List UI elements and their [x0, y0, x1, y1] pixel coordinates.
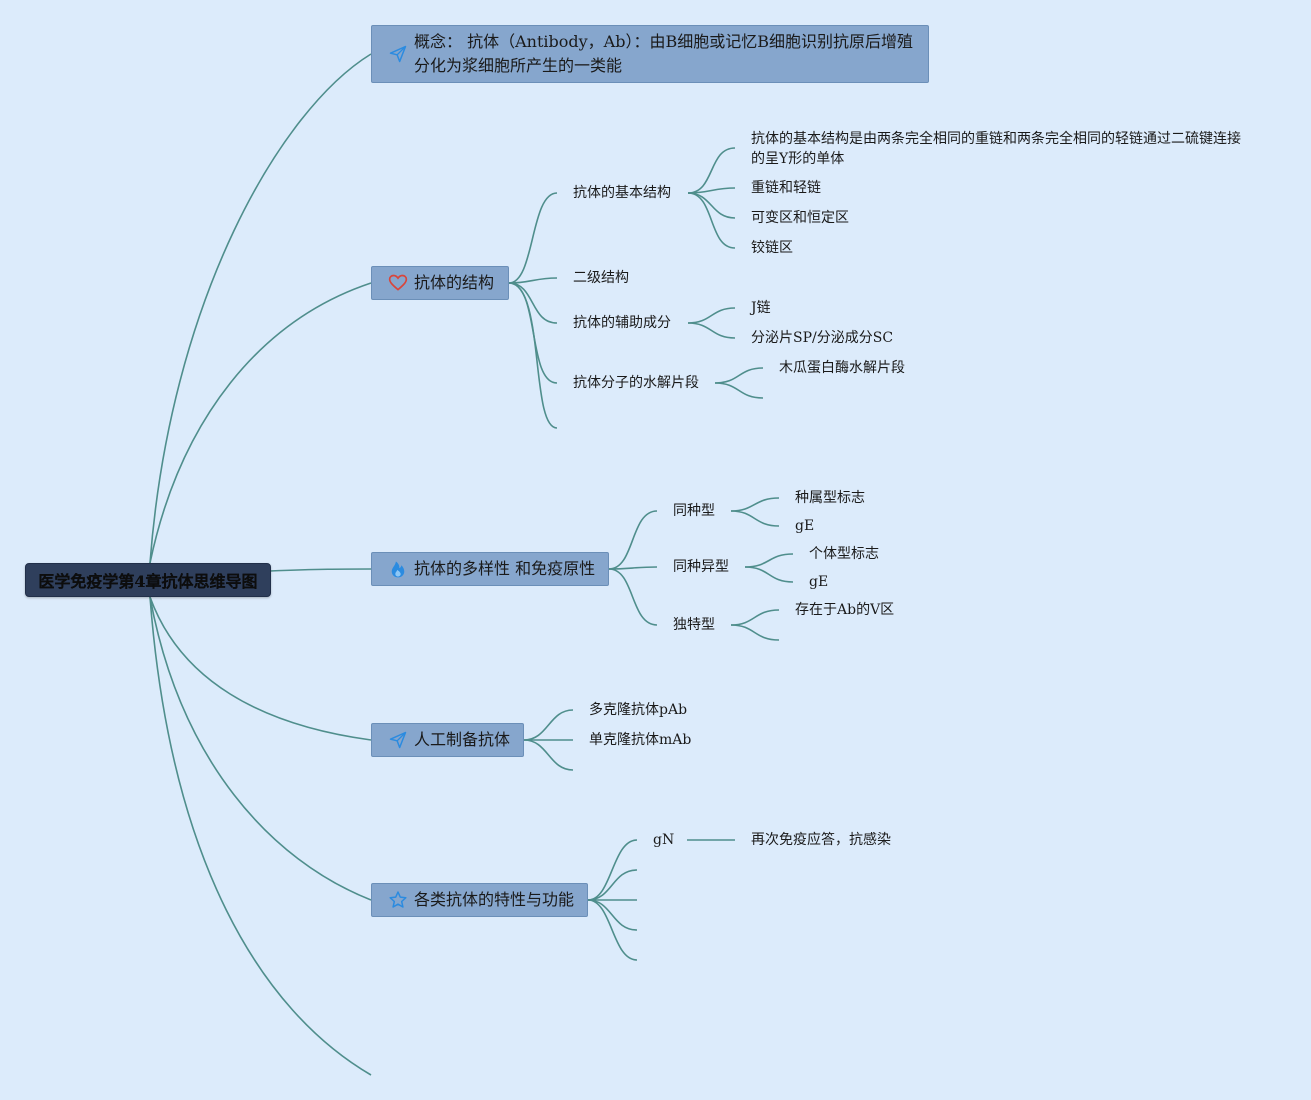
link-hydro-2 [714, 382, 764, 399]
diversity-node[interactable]: 抗体的多样性 和免疫原性 [371, 552, 609, 586]
allotype-child-2[interactable]: gE [809, 574, 829, 590]
artificial-node[interactable]: 人工制备抗体 [371, 723, 524, 757]
link-aux-1 [687, 307, 736, 324]
artificial-child-1[interactable]: 多克隆抗体pAb [589, 702, 688, 718]
allotype-item[interactable]: 同种异型 [673, 559, 729, 575]
basic-child-1[interactable]: 抗体的基本结构是由两条完全相同的重链和两条完全相同的轻链通过二硫键连接的呈Y形的… [751, 131, 1241, 167]
artificial-label: 人工制备抗体 [414, 730, 511, 749]
hydrolysis-child-1[interactable]: 木瓜蛋白酶水解片段 [779, 360, 905, 376]
isotype-child-1[interactable]: 种属型标志 [795, 490, 865, 506]
link-root-artificial [149, 596, 372, 741]
hydrolysis-item[interactable]: 抗体分子的水解片段 [573, 375, 699, 391]
basic-child-4[interactable]: 铰链区 [751, 240, 793, 256]
igm-item[interactable]: gN [653, 832, 675, 848]
link-structure-auxiliary [508, 282, 558, 324]
basic-child-3[interactable]: 可变区和恒定区 [751, 210, 849, 226]
link-cls-1 [587, 839, 638, 901]
link-cls-4 [587, 899, 638, 931]
artificial-child-2[interactable]: 单克隆抗体mAb [589, 732, 692, 748]
link-structure-empty [508, 282, 558, 429]
link-art-1 [523, 709, 574, 741]
classes-label: 各类抗体的特性与功能 [414, 890, 575, 909]
auxiliary-item[interactable]: 抗体的辅助成分 [573, 315, 671, 331]
paper-plane-icon [388, 44, 408, 64]
igm-child-1[interactable]: 再次免疫应答，抗感染 [751, 832, 891, 848]
star-icon [388, 890, 408, 910]
link-basic-1 [687, 147, 736, 194]
concept-text: 概念： 抗体（Antibody，Ab）：由B细胞或记忆B细胞识别抗原后增殖分化为… [414, 32, 913, 75]
paper-plane-icon [388, 730, 408, 750]
isotype-item[interactable]: 同种型 [673, 503, 715, 519]
link-aux-2 [687, 322, 736, 339]
link-root-diversity [269, 568, 372, 572]
link-root-structure [149, 282, 372, 564]
link-allotype-1 [744, 553, 794, 568]
link-div-isotype [608, 510, 658, 570]
structure-label: 抗体的结构 [414, 273, 495, 292]
link-basic-2 [687, 187, 736, 194]
link-allotype-2 [744, 566, 794, 583]
idiotype-item[interactable]: 独特型 [673, 617, 715, 633]
link-isotype-2 [730, 510, 780, 527]
basic-child-2[interactable]: 重链和轻链 [751, 180, 821, 196]
heart-icon [388, 273, 408, 293]
link-root-empty [149, 596, 372, 1076]
root-node[interactable]: 医学免疫学第4章抗体思维导图 [25, 563, 271, 597]
link-hydro-1 [714, 367, 764, 384]
link-root-classes [149, 596, 372, 901]
link-idiotype-1 [730, 609, 780, 626]
auxiliary-child-2[interactable]: 分泌片SP/分泌成分SC [751, 330, 894, 346]
link-root-concept [149, 53, 372, 564]
link-art-3 [523, 739, 574, 771]
link-div-idiotype [608, 568, 658, 626]
link-structure-basic [508, 192, 558, 284]
link-basic-3 [687, 192, 736, 219]
isotype-child-2[interactable]: gE [795, 518, 815, 534]
allotype-child-1[interactable]: 个体型标志 [809, 546, 879, 562]
link-basic-4 [687, 192, 736, 249]
flame-icon [388, 559, 408, 579]
link-cls-5 [587, 899, 638, 961]
concept-node[interactable]: 概念： 抗体（Antibody，Ab）：由B细胞或记忆B细胞识别抗原后增殖分化为… [371, 25, 929, 83]
secondary-structure-item[interactable]: 二级结构 [573, 270, 629, 286]
diversity-label: 抗体的多样性 和免疫原性 [414, 559, 596, 578]
structure-node[interactable]: 抗体的结构 [371, 266, 509, 300]
root-label: 医学免疫学第4章抗体思维导图 [38, 572, 258, 591]
basic-structure-item[interactable]: 抗体的基本结构 [573, 185, 671, 201]
idiotype-child-1[interactable]: 存在于Ab的V区 [795, 602, 895, 618]
link-idiotype-2 [730, 624, 780, 641]
auxiliary-child-1[interactable]: J链 [751, 300, 771, 316]
classes-node[interactable]: 各类抗体的特性与功能 [371, 883, 588, 917]
link-isotype-1 [730, 497, 780, 512]
link-cls-2 [587, 869, 638, 901]
